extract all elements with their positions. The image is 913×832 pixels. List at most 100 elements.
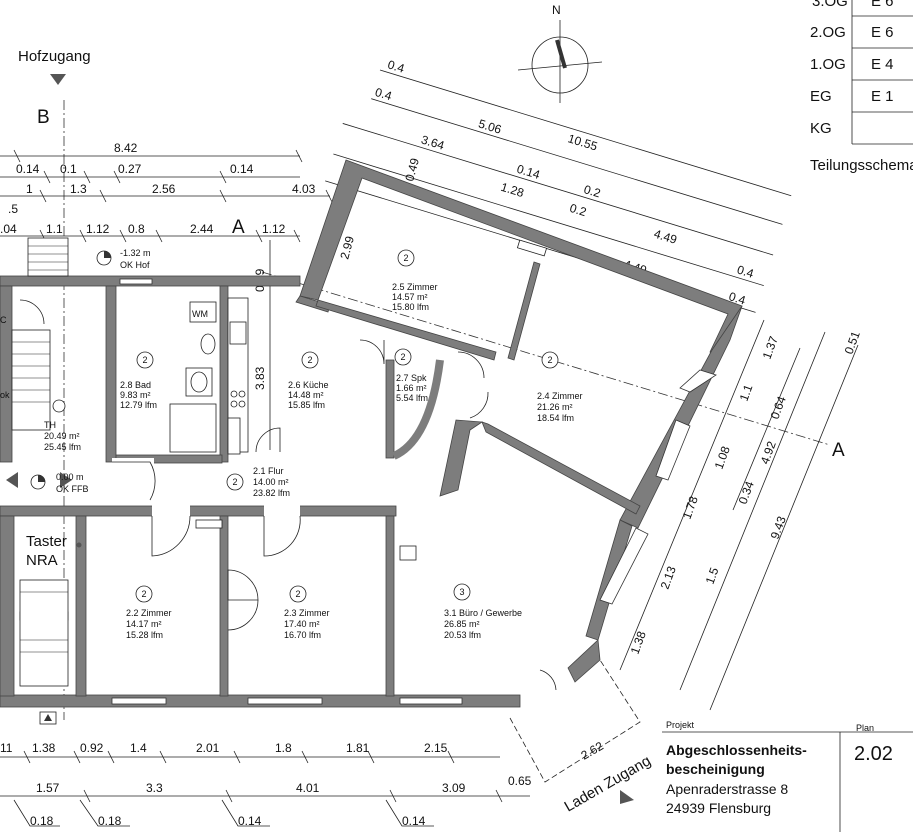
partition-caption: Teilungsschema bbox=[810, 157, 913, 174]
svg-text:0.51: 0.51 bbox=[842, 329, 863, 356]
unit-eg: E 1 bbox=[871, 88, 894, 105]
svg-text:3.64: 3.64 bbox=[420, 132, 447, 152]
svg-text:1.38: 1.38 bbox=[628, 629, 649, 656]
svg-text:0.92: 0.92 bbox=[80, 741, 104, 755]
svg-text:1.57: 1.57 bbox=[36, 781, 60, 795]
svg-text:Laden Zugang: Laden Zugang bbox=[562, 752, 654, 815]
laden-arrow-icon bbox=[620, 790, 634, 804]
room-2-6: 2 2.6 Küche 14.48 m² 15.85 lfm bbox=[288, 351, 329, 410]
room-2-1: 2 2.1 Flur 14.00 m² 23.82 lfm bbox=[226, 466, 290, 498]
partial-label-ok: ok bbox=[0, 390, 10, 400]
title-block: Projekt Plan Abgeschlossenheits- beschei… bbox=[662, 720, 913, 832]
right-dimensions: 0.51 1.37 1.1 0.64 4.92 1.08 0.34 9.43 1… bbox=[619, 319, 863, 711]
svg-text:2: 2 bbox=[400, 352, 405, 362]
svg-text:3.3: 3.3 bbox=[146, 781, 163, 795]
partial-label-c: C bbox=[0, 315, 7, 325]
svg-text:0.14: 0.14 bbox=[402, 814, 426, 828]
svg-text:12.79 lfm: 12.79 lfm bbox=[120, 400, 157, 410]
room-2-8: 2 2.8 Bad 9.83 m² 12.79 lfm bbox=[120, 351, 157, 410]
svg-text:2.56: 2.56 bbox=[152, 182, 176, 196]
svg-text:14.00 m²: 14.00 m² bbox=[253, 477, 289, 487]
svg-text:2.2 Zimmer: 2.2 Zimmer bbox=[126, 608, 172, 618]
svg-text:2.15: 2.15 bbox=[424, 741, 448, 755]
svg-text:2: 2 bbox=[141, 589, 146, 599]
axis-a-top: A bbox=[232, 217, 245, 238]
floor-kg: KG bbox=[810, 120, 832, 137]
address-line-2: 24939 Flensburg bbox=[666, 800, 771, 816]
svg-text:0.64: 0.64 bbox=[768, 394, 789, 421]
svg-text:0.00 m: 0.00 m bbox=[56, 472, 84, 482]
svg-text:-1.32 m: -1.32 m bbox=[120, 248, 151, 258]
level-marker-ffb: 0.00 m OK FFB bbox=[6, 472, 89, 494]
svg-text:0.2: 0.2 bbox=[568, 201, 588, 219]
svg-text:0.18: 0.18 bbox=[98, 814, 122, 828]
svg-text:0.8: 0.8 bbox=[128, 222, 145, 236]
svg-text:2: 2 bbox=[232, 477, 237, 487]
axis-b-label: B bbox=[37, 107, 50, 128]
laden-zugang: 2.62 Laden Zugang bbox=[509, 659, 654, 815]
svg-text:26.85 m²: 26.85 m² bbox=[444, 619, 480, 629]
unit-3og: E 6 bbox=[871, 0, 894, 10]
svg-text:1.1: 1.1 bbox=[46, 222, 63, 236]
plan-label: Plan bbox=[856, 723, 874, 733]
svg-text:9.83 m²: 9.83 m² bbox=[120, 390, 151, 400]
floor-eg: EG bbox=[810, 88, 832, 105]
svg-text:15.80 lfm: 15.80 lfm bbox=[392, 302, 429, 312]
svg-text:2.62: 2.62 bbox=[579, 739, 607, 763]
plan-number: 2.02 bbox=[854, 743, 893, 765]
svg-text:0.4: 0.4 bbox=[386, 57, 406, 75]
address-line-1: Apenraderstrasse 8 bbox=[666, 781, 788, 797]
svg-text:1.28: 1.28 bbox=[499, 180, 526, 200]
svg-text:14.17 m²: 14.17 m² bbox=[126, 619, 162, 629]
svg-text:11: 11 bbox=[0, 741, 13, 755]
building-walls bbox=[0, 159, 743, 708]
room-2-7: 2 2.7 Spk 1.66 m² 5.54 lfm bbox=[394, 348, 428, 403]
svg-text:.04: .04 bbox=[0, 222, 17, 236]
room-th: TH 20.49 m² 25.45 lfm bbox=[44, 399, 81, 452]
svg-text:2.01: 2.01 bbox=[196, 741, 220, 755]
svg-text:4.49: 4.49 bbox=[652, 227, 679, 247]
svg-text:Taster: Taster bbox=[26, 533, 67, 550]
hofzugang-label: Hofzugang bbox=[18, 48, 91, 65]
svg-text:1.12: 1.12 bbox=[262, 222, 286, 236]
floor-2og: 2.OG bbox=[810, 24, 846, 41]
svg-text:1.66 m²: 1.66 m² bbox=[396, 383, 427, 393]
svg-text:2: 2 bbox=[403, 253, 408, 263]
svg-text:2.44: 2.44 bbox=[190, 222, 214, 236]
svg-text:1.5: 1.5 bbox=[703, 565, 722, 586]
svg-text:0.14: 0.14 bbox=[230, 162, 254, 176]
svg-text:.5: .5 bbox=[8, 202, 18, 216]
svg-text:0.14: 0.14 bbox=[515, 162, 542, 182]
svg-text:2.6 Küche: 2.6 Küche bbox=[288, 380, 329, 390]
svg-text:1.8: 1.8 bbox=[275, 741, 292, 755]
projekt-label: Projekt bbox=[666, 720, 695, 730]
svg-text:NRA: NRA bbox=[26, 552, 58, 569]
svg-text:2.7 Spk: 2.7 Spk bbox=[396, 373, 427, 383]
svg-text:OK FFB: OK FFB bbox=[56, 484, 89, 494]
svg-text:2.1 Flur: 2.1 Flur bbox=[253, 466, 284, 476]
svg-text:0.4: 0.4 bbox=[373, 85, 393, 103]
entry-arrow-icon bbox=[39, 711, 57, 725]
level-marker-hof: -1.32 m OK Hof bbox=[96, 248, 151, 270]
svg-text:1.4: 1.4 bbox=[130, 741, 147, 755]
taster-nra: Taster NRA bbox=[26, 533, 82, 569]
svg-text:3.09: 3.09 bbox=[442, 781, 466, 795]
svg-text:0.4: 0.4 bbox=[735, 262, 755, 280]
svg-text:0.18: 0.18 bbox=[30, 814, 54, 828]
floor-3og: 3.OG bbox=[812, 0, 848, 10]
axis-a-right: A bbox=[832, 440, 845, 461]
rotated-top-dimensions: 0.4 10.55 0.4 5.06 3.64 0.14 0.2 1.28 0.… bbox=[325, 57, 792, 313]
svg-text:1.81: 1.81 bbox=[346, 741, 370, 755]
unit-1og: E 4 bbox=[871, 56, 894, 73]
north-label: N bbox=[552, 3, 561, 17]
svg-text:9.43: 9.43 bbox=[768, 514, 789, 541]
svg-text:1.3: 1.3 bbox=[70, 182, 87, 196]
svg-text:14.57 m²: 14.57 m² bbox=[392, 292, 428, 302]
svg-text:1: 1 bbox=[26, 182, 33, 196]
top-dimensions: 8.42 0.14 0.1 0.27 0.14 1 1.3 2.56 4.03 … bbox=[0, 141, 333, 450]
north-arrow-icon: N bbox=[517, 3, 603, 103]
svg-text:20.53 lfm: 20.53 lfm bbox=[444, 630, 481, 640]
unit-2og: E 6 bbox=[871, 24, 894, 41]
svg-text:1.37: 1.37 bbox=[760, 334, 781, 361]
svg-text:2: 2 bbox=[547, 355, 552, 365]
